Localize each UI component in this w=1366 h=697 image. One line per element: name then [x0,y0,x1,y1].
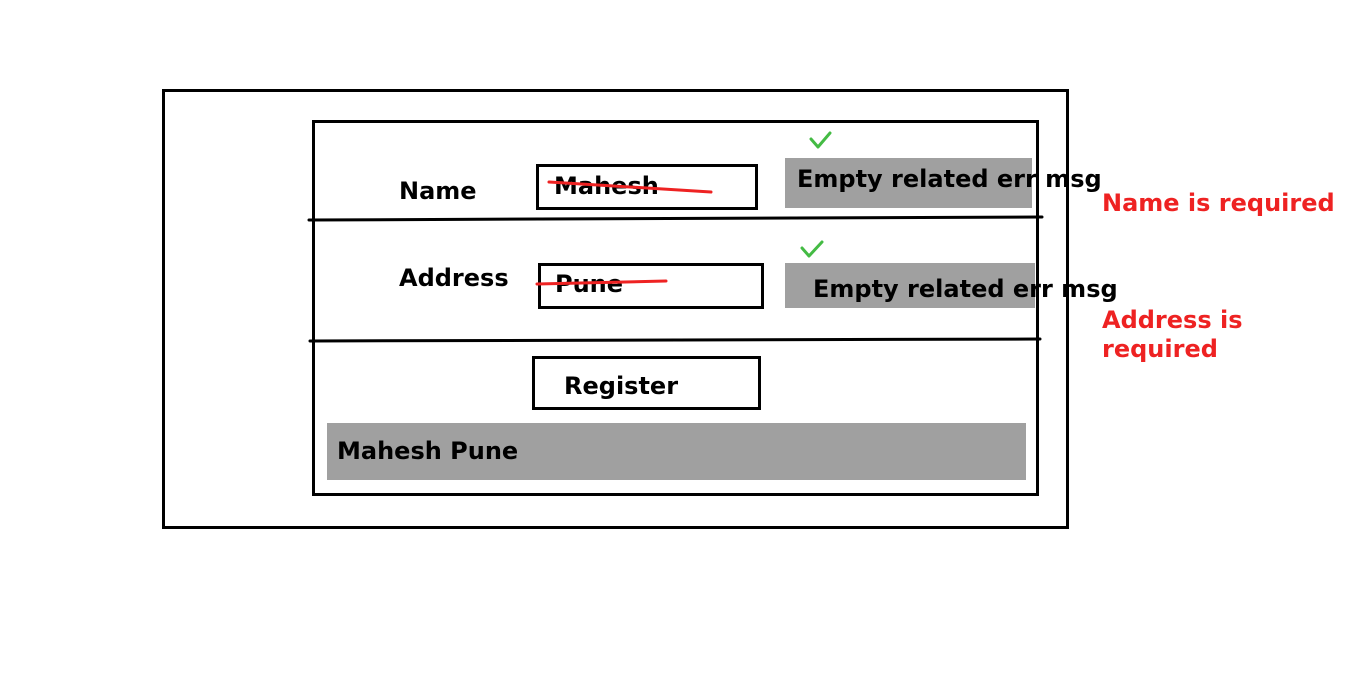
address-input-value: Pune [555,270,624,298]
register-button-label: Register [564,372,679,400]
app-frame [162,89,1069,529]
output-text: Mahesh Pune [337,437,519,465]
address-required-note: Address is required [1102,306,1242,364]
name-input-value: Mahesh [554,172,659,200]
output-box [327,423,1026,480]
address-label: Address [399,264,509,292]
registration-form [312,120,1039,496]
address-required-note-line2: required [1102,335,1218,363]
name-required-note: Name is required [1102,189,1335,217]
name-label: Name [399,177,477,205]
name-error-text: Empty related err msg [797,165,1102,193]
register-button[interactable] [532,356,761,410]
address-error-box [785,263,1035,308]
address-input[interactable] [538,263,764,309]
name-error-box [785,158,1032,208]
address-error-text: Empty related err msg [813,275,1118,303]
address-required-note-line1: Address is [1102,306,1243,334]
